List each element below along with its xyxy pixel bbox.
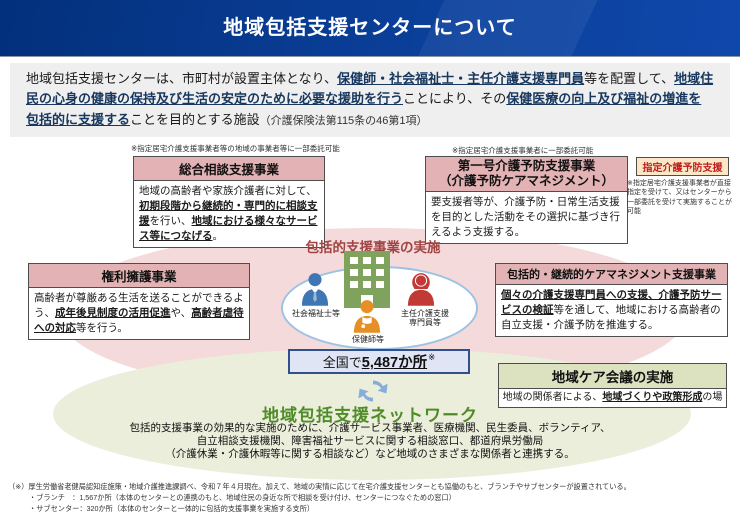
law-citation: （介護保険法第115条の46第1項） <box>259 114 428 127</box>
box-kenri-yougo: 権利擁護事業 高齢者が尊厳ある生活を送ることができるよう、成年後見制度の活用促進… <box>28 263 250 340</box>
footnote-line: （※）厚生労働省老健局認知症施策・地域介護推進課調べ、令和７年４月現在。加えて、… <box>8 482 631 491</box>
body-text: や、 <box>170 306 192 319</box>
body-text: の場 <box>702 392 723 403</box>
box-sogo-body: 地域の高齢者や家族介護者に対して、初期段階から継続的・専門的に相談支援を行い、地… <box>134 181 324 247</box>
box-care-meeting-title: 地域ケア会議の実施 <box>499 364 726 389</box>
box-shitei-title: 指定介護予防支援 <box>642 163 723 174</box>
box-keizoku-title: 包括的・継続的ケアマネジメント支援事業 <box>496 264 727 285</box>
box-sogo-title: 総合相談支援事業 <box>134 157 324 181</box>
box-daiichigo-title: 第一号介護予防支援事業 （介護予防ケアマネジメント） <box>426 157 627 192</box>
body-emphasis: 初期段階から継続的・専門的に相談支援 <box>139 199 318 227</box>
social-worker-label: 社会福祉士等 <box>292 309 340 318</box>
body-emphasis: 成年後見制度の活用促進 <box>55 306 171 319</box>
title-line: 第一号介護予防支援事業 <box>457 159 596 173</box>
body-text: 等を通して、地域における高齢者の自立支援・介護予防を推進する。 <box>501 303 721 331</box>
title-line: （介護予防ケアマネジメント） <box>438 174 614 188</box>
count-footnote-mark: ※ <box>428 352 436 362</box>
network-line: 自立相談支援機関、障害福祉サービスに関する相談窓口、都道府県労働局 <box>196 435 544 448</box>
intro-paragraph: 地域包括支援センターは、市町村が設置主体となり、保健師・社会福祉士・主任介護支援… <box>10 63 730 137</box>
center-diagram-title: 包括的支援事業の実施 <box>305 240 441 255</box>
body-text: 地域の関係者による、 <box>502 392 603 403</box>
nurse-label: 保健師等 <box>352 335 384 344</box>
count-prefix: 全国で <box>322 355 362 370</box>
footnote-line: ・サブセンター：320か所（本体のセンターと一体的に包括的支援事業を実施する支所… <box>29 504 315 514</box>
box-care-meeting: 地域ケア会議の実施 地域の関係者による、地域づくりや政策形成の場 <box>498 363 727 409</box>
intro-text: ことにより、その <box>403 91 507 107</box>
count-value: 5,487か所 <box>361 355 428 371</box>
intro-text: 地域包括支援センターは、市町村が設置主体となり、 <box>26 71 338 86</box>
box-keizoku-body: 個々の介護支援専門員への支援、介護予防サービスの検証等を通して、地域における高齢… <box>496 285 727 336</box>
box-daiichigo-body: 要支援者等が、介護予防・日常生活支援を目的とした活動をその選択に基づき行えるよう… <box>431 196 620 238</box>
intro-text: 等を配置して、 <box>584 71 675 86</box>
box-sogo-soudan: 総合相談支援事業 地域の高齢者や家族介護者に対して、初期段階から継続的・専門的に… <box>133 156 325 248</box>
page-title: 地域包括支援センターについて <box>223 17 517 39</box>
cycle-arrows-icon <box>356 378 390 409</box>
footnote-line: ・ブランチ ：1,567か所（本体のセンターとの連携のもと、地域住民の身近な所で… <box>29 493 456 503</box>
body-text: を行い、 <box>149 214 192 227</box>
body-emphasis: 地域づくりや政策形成 <box>602 392 703 403</box>
box-keizoku-care: 包括的・継続的ケアマネジメント支援事業 個々の介護支援専門員への支援、介護予防サ… <box>495 263 728 337</box>
body-text: 地域の高齢者や家族介護者に対して、 <box>139 185 317 197</box>
shitei-note: ※指定居宅介護支援事業者が直接指定を受けて、又はセンターから一部委託を受けて実施… <box>627 180 732 216</box>
building-icon <box>344 251 390 313</box>
body-text: 。 <box>212 229 224 242</box>
care-manager-icon <box>407 272 435 311</box>
intro-emphasis: 保健師・社会福祉士・主任介護支援専門員 <box>337 71 585 86</box>
network-title: 地域包括支援ネットワーク <box>262 406 478 425</box>
label-line: 専門員等 <box>409 318 441 328</box>
social-worker-icon <box>301 272 329 311</box>
intro-text: ことを目的とする施設 <box>130 111 260 127</box>
footnotes: （※）厚生労働省老健局認知症施策・地域介護推進課調べ、令和７年４月現在。加えて、… <box>8 481 736 514</box>
intro-emphasis: 地域住民の心身の健康の保持及び生活の安定のために必要な援助を行う <box>26 71 714 107</box>
body-text: 高齢者が尊厳ある生活を送ることができるよう、 <box>34 292 244 319</box>
title-bar: 地域包括支援センターについて <box>0 0 740 57</box>
delegation-note-sogo: ※指定居宅介護支援事業者等の地域の事業者等に一部委託可能 <box>131 144 340 153</box>
box-kenri-body: 高齢者が尊厳ある生活を送ることができるよう、成年後見制度の活用促進や、高齢者虐待… <box>29 288 249 339</box>
label-line: 主任介護支援 <box>401 309 449 318</box>
nurse-icon <box>353 299 381 338</box>
box-care-meeting-body: 地域の関係者による、地域づくりや政策形成の場 <box>499 389 726 407</box>
network-paragraph: 包括的支援事業の効果的な実施のために、介護サービス事業者、医療機関、民生委員、ボ… <box>60 422 680 461</box>
body-emphasis: 地域における様々なサービス等につなげる <box>139 214 318 242</box>
care-manager-label: 主任介護支援 専門員等 <box>385 309 465 327</box>
body-text: 等を行う。 <box>76 321 128 334</box>
box-daiichigo: 第一号介護予防支援事業 （介護予防ケアマネジメント） 要支援者等が、介護予防・日… <box>425 156 628 244</box>
body-emphasis: 個々の介護支援専門員への支援、介護予防サービスの検証 <box>501 289 722 316</box>
network-line: 包括的支援事業の効果的な実施のために、介護サービス事業者、医療機関、民生委員、ボ… <box>129 422 611 434</box>
delegation-note-daiichigo: ※指定居宅介護支援事業者に一部委託可能 <box>452 146 594 155</box>
intro-emphasis: 保健医療の向上及び福祉の増進を包括的に支援する <box>26 91 702 127</box>
box-kenri-title: 権利擁護事業 <box>29 264 249 288</box>
box-shitei: 指定介護予防支援 <box>636 157 729 176</box>
network-line: （介護休業・介護休暇等に関する相談など）など地域のさまざまな関係者と連携する。 <box>165 448 575 461</box>
body-emphasis: 高齢者虐待への対応 <box>34 306 244 334</box>
